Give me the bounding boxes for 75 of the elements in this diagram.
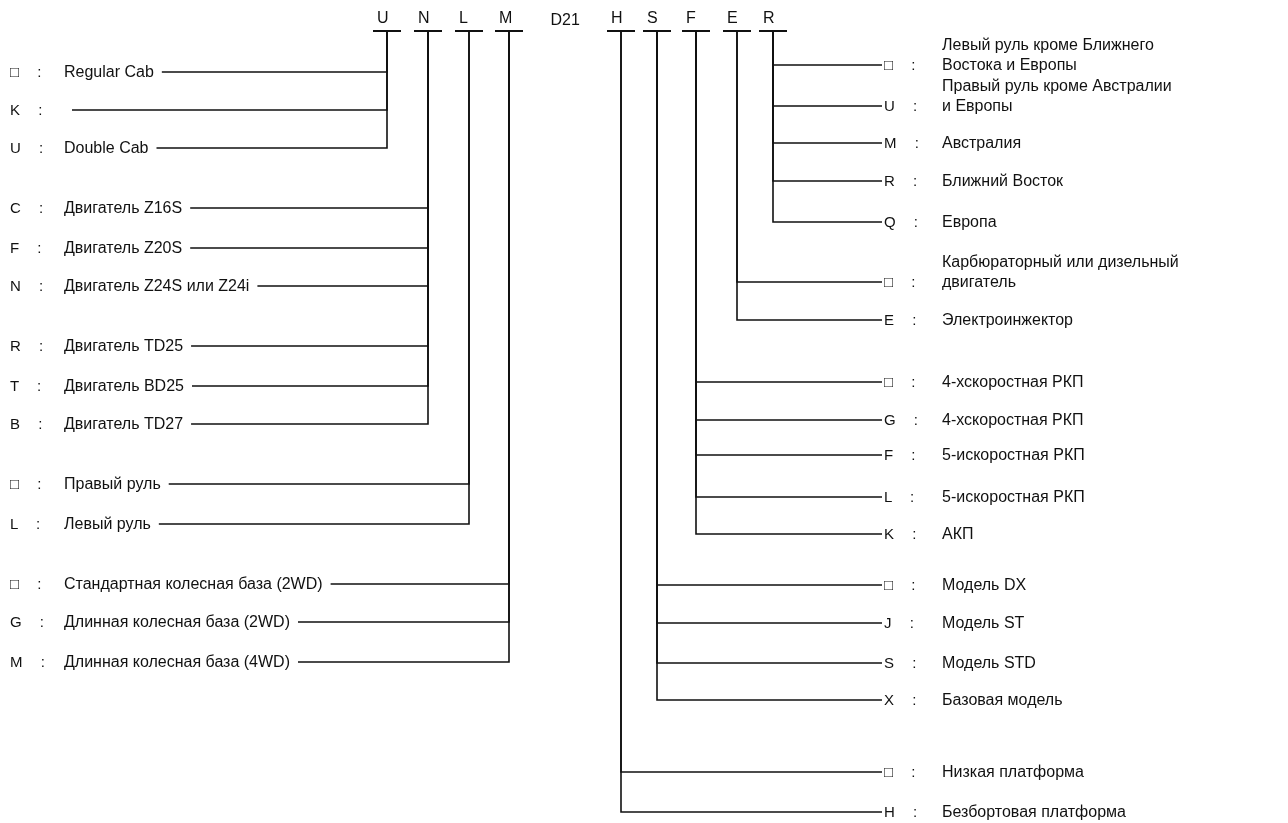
option-code: C : [10, 198, 45, 218]
code-letter: R [759, 8, 787, 32]
option-code: B : [10, 414, 44, 434]
option-description: Австралия [942, 133, 1023, 153]
option-description: Двигатель Z16S [64, 198, 183, 218]
option-code: J : [884, 613, 915, 633]
option-description: 4-хскоростная РКП [942, 410, 1085, 430]
code-letter: U [373, 8, 401, 32]
option-description: Европа [942, 212, 998, 232]
option-code: □ : [884, 372, 917, 392]
option-description: Double Cab [64, 138, 149, 158]
code-letter: E [723, 8, 751, 32]
option-code: □ : [884, 55, 917, 75]
option-description: Двигатель Z20S [64, 238, 183, 258]
option-description: Длинная колесная база (2WD) [64, 612, 290, 632]
option-code: S : [884, 653, 918, 673]
option-description: Низкая платформа [942, 762, 1085, 782]
option-code: F : [884, 445, 917, 465]
code-letter: L [455, 8, 483, 32]
option-description: Левый руль кроме Ближнего Востока и Европы [942, 35, 1155, 75]
option-code: L : [884, 487, 916, 507]
option-description: Длинная колесная база (4WD) [64, 652, 290, 672]
option-code: H : [884, 802, 919, 822]
option-code: K : [884, 524, 918, 544]
code-letter: F [682, 8, 710, 32]
option-code: □ : [884, 762, 917, 782]
option-code: T : [10, 376, 43, 396]
option-description: 5-искоростная РКП [942, 445, 1086, 465]
option-code: E : [884, 310, 918, 330]
option-code: □ : [10, 574, 43, 594]
option-code: Q : [884, 212, 919, 232]
option-code: M : [10, 652, 46, 672]
option-description: Модель DX [942, 575, 1028, 595]
option-code: N : [10, 276, 45, 296]
option-code: □ : [884, 575, 917, 595]
option-description: Электроинжектор [942, 310, 1074, 330]
option-code: □ : [884, 272, 917, 292]
option-description: АКП [942, 524, 975, 544]
option-code: R : [10, 336, 45, 356]
option-code: G : [10, 612, 45, 632]
option-description: Модель STD [942, 653, 1037, 673]
option-description: Двигатель Z24S или Z24i [64, 276, 250, 296]
option-description: Базовая модель [942, 690, 1064, 710]
option-description: Двигатель TD27 [64, 414, 184, 434]
option-description: Двигатель TD25 [64, 336, 184, 356]
option-code: F : [10, 238, 43, 258]
option-description: Правый руль кроме Австралии и Европы [942, 76, 1173, 116]
option-description: Ближний Восток [942, 171, 1065, 191]
option-description: Правый руль [64, 474, 161, 494]
option-description: Двигатель BD25 [64, 376, 184, 396]
option-description: Regular Cab [64, 62, 154, 82]
option-description: 5-искоростная РКП [942, 487, 1086, 507]
code-letter: S [643, 8, 671, 32]
option-code: □ : [10, 62, 43, 82]
option-description: Стандартная колесная база (2WD) [64, 574, 323, 594]
option-description: Безбортовая платформа [942, 802, 1127, 822]
connector-line [155, 31, 388, 149]
code-letter: H [607, 8, 635, 32]
connector-line [772, 31, 883, 223]
option-code: U : [10, 138, 45, 158]
option-code: X : [884, 690, 918, 710]
option-description: Левый руль [64, 514, 151, 534]
option-code: R : [884, 171, 919, 191]
code-letter: M [495, 8, 523, 32]
option-code: K : [10, 100, 44, 120]
code-letter: N [414, 8, 442, 32]
option-code: U : [884, 96, 919, 116]
code-letter: D21 [546, 8, 584, 32]
option-description: Карбюраторный или дизельный двигатель [942, 252, 1180, 292]
option-description: 4-хскоростная РКП [942, 372, 1085, 392]
option-description: Модель ST [942, 613, 1026, 633]
option-code: □ : [10, 474, 43, 494]
option-code: G : [884, 410, 919, 430]
option-code: M : [884, 133, 920, 153]
option-code: L : [10, 514, 42, 534]
